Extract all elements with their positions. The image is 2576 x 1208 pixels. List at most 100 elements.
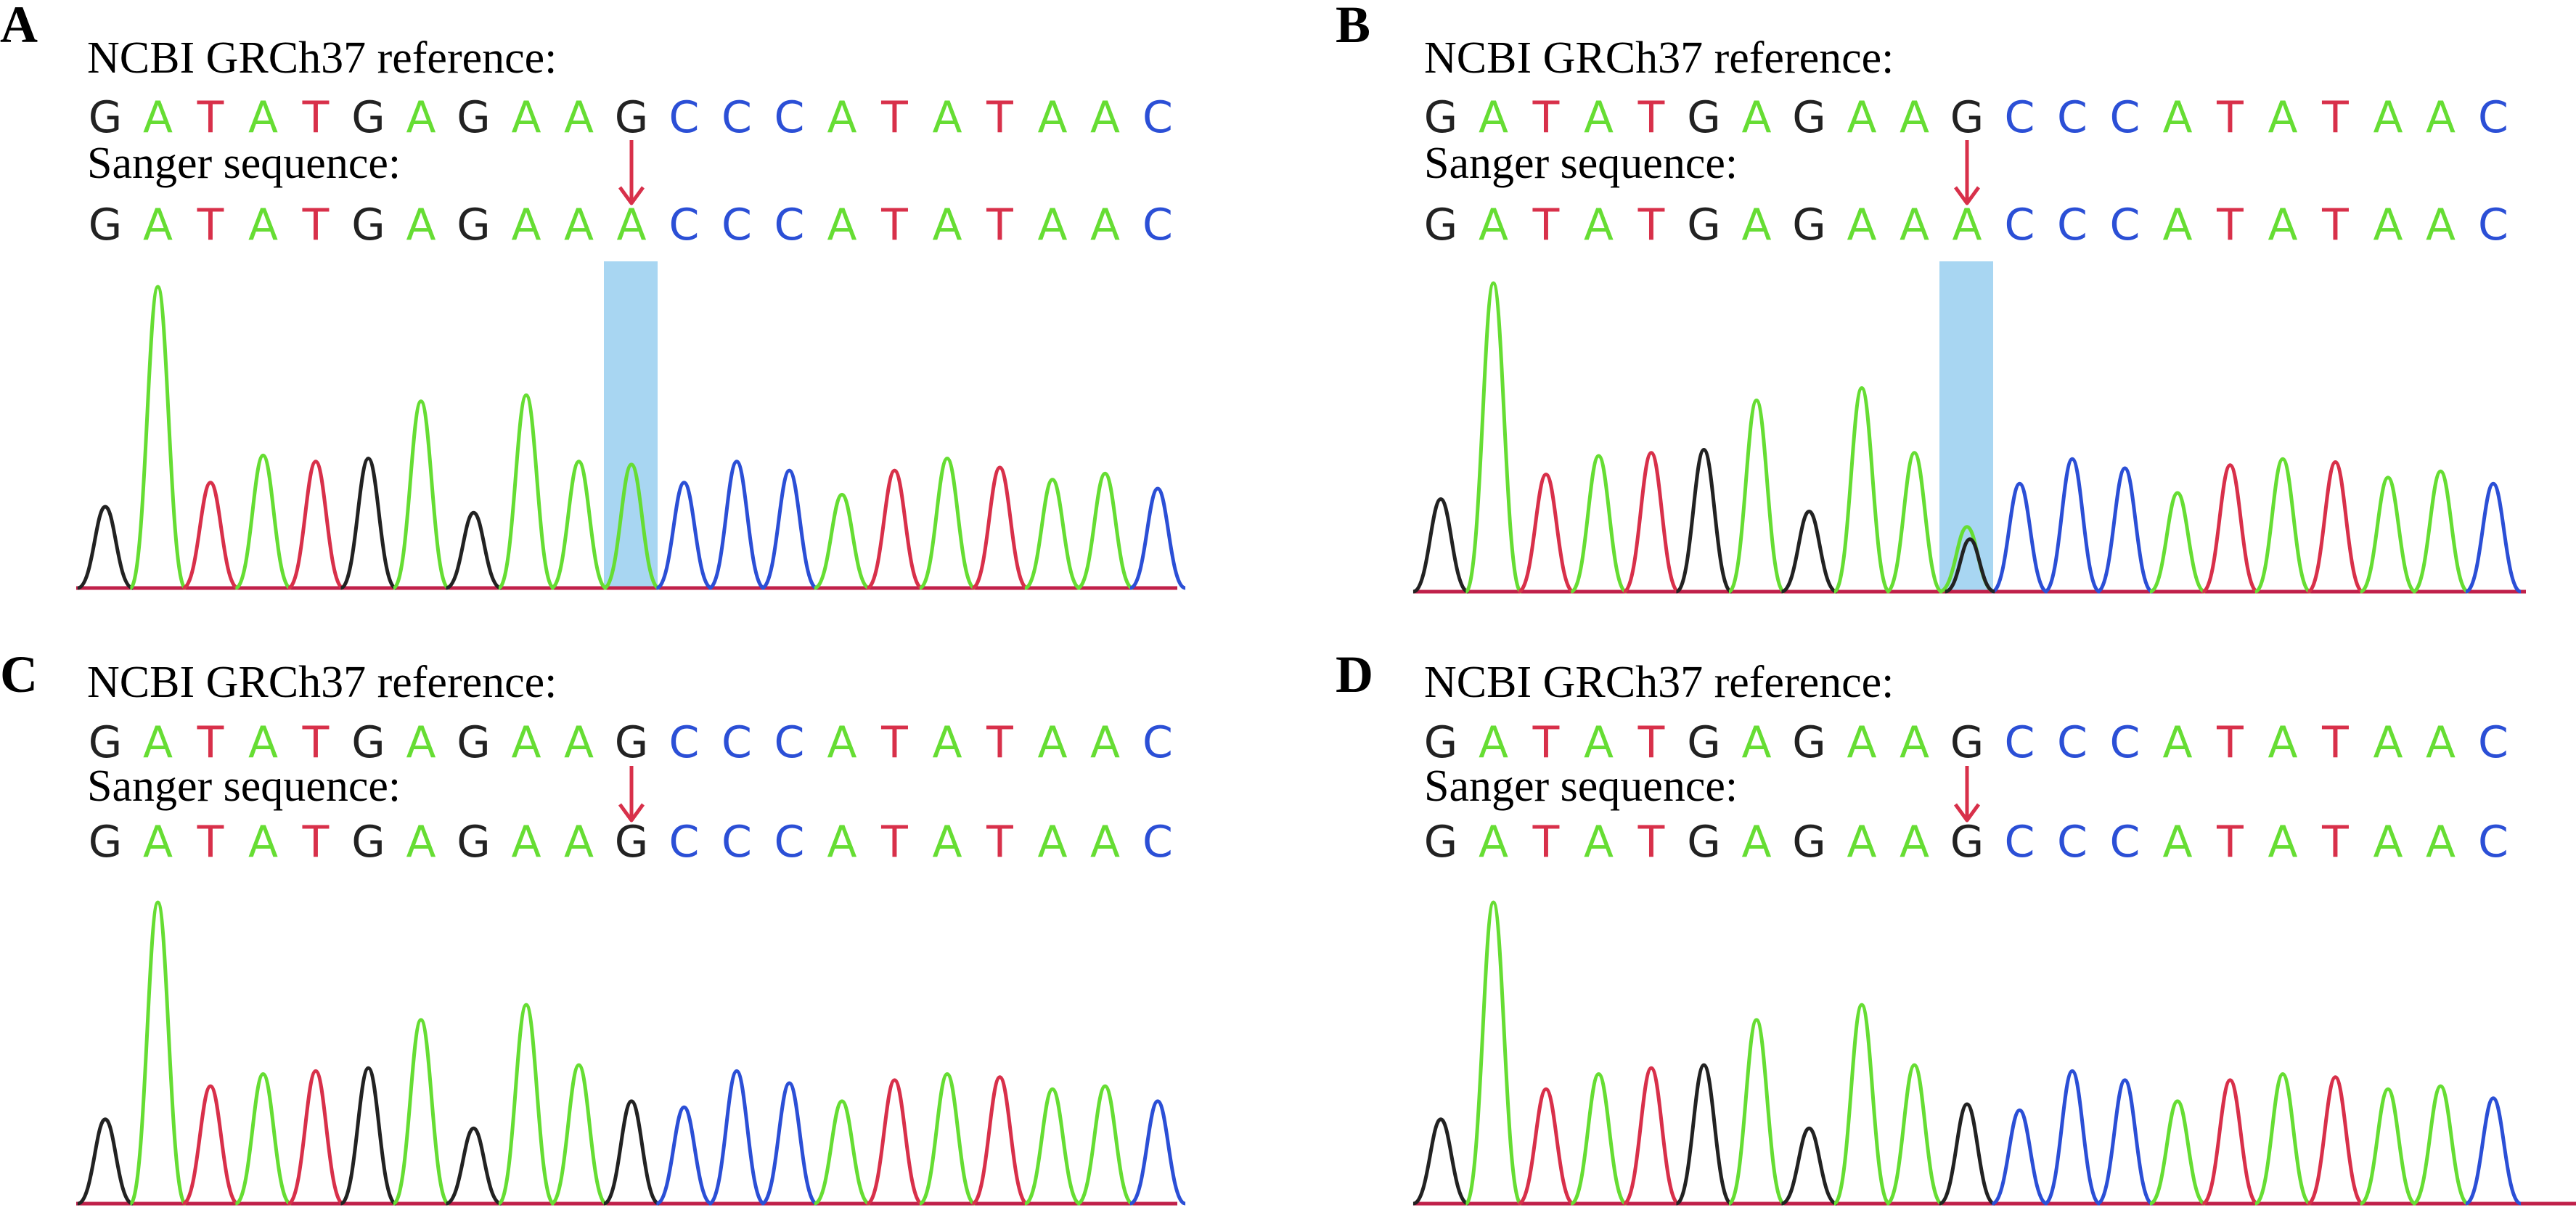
sanger-base: T [2321, 200, 2349, 250]
reference-base: A [2373, 717, 2403, 768]
sanger-title: Sanger sequence: [1424, 762, 1738, 811]
sanger-base: T [302, 817, 330, 868]
reference-base: G [1950, 717, 1984, 768]
reference-base: G [351, 92, 385, 143]
trace-peak [1833, 386, 1891, 594]
sanger-base: A [827, 200, 856, 250]
reference-base: G [1424, 717, 1458, 768]
sanger-base: T [2216, 817, 2244, 868]
trace-peak [1991, 1108, 2048, 1206]
reference-base: A [2268, 717, 2297, 768]
trace-peak [971, 1075, 1029, 1206]
sanger-base: A [1900, 817, 1929, 868]
trace-peak [813, 1099, 871, 1206]
sanger-base: T [1637, 817, 1665, 868]
variant-highlight [604, 261, 658, 588]
reference-base: T [986, 92, 1013, 143]
sanger-base: C [721, 817, 752, 868]
sanger-base: A [2162, 200, 2192, 250]
reference-base: T [880, 92, 908, 143]
sanger-base: A [1090, 817, 1120, 868]
sanger-base: G [457, 200, 491, 250]
sanger-base: A [2268, 200, 2297, 250]
sanger-base: C [774, 200, 805, 250]
reference-base: T [2216, 92, 2244, 143]
sanger-base: A [827, 817, 856, 868]
sanger-base: G [615, 817, 649, 868]
trace-peak [866, 1078, 923, 1206]
trace-peak [234, 453, 292, 590]
trace-peak [1023, 1087, 1081, 1206]
trace-peak [1886, 451, 1943, 594]
trace-peak [181, 1084, 240, 1206]
sanger-base: A [564, 200, 594, 250]
reference-base: G [457, 717, 491, 768]
trace-peak [1129, 1099, 1187, 1206]
trace-peak [1622, 451, 1680, 594]
sanger-base: A [248, 200, 278, 250]
sanger-base: G [1950, 817, 1984, 868]
trace-peak [287, 1069, 345, 1206]
trace-peak [918, 1072, 976, 1206]
reference-title: NCBI GRCh37 reference: [1424, 33, 1894, 83]
trace-peak [655, 1105, 713, 1206]
sanger-base: A [932, 817, 962, 868]
sanger-base: C [2057, 817, 2088, 868]
reference-base: G [615, 92, 649, 143]
reference-base: C [669, 92, 700, 143]
trace-peak [918, 457, 976, 590]
trace-peak [2148, 1099, 2207, 1206]
reference-base: G [1792, 92, 1826, 143]
sanger-base: A [2162, 817, 2192, 868]
sanger-base: T [2216, 200, 2244, 250]
sanger-base: G [1792, 200, 1826, 250]
trace-peak [2201, 1078, 2259, 1206]
reference-title: NCBI GRCh37 reference: [87, 33, 557, 83]
reference-base: A [2162, 717, 2192, 768]
trace-peak [813, 492, 871, 590]
trace-peak [655, 481, 713, 590]
trace-peak [761, 468, 818, 590]
trace-peak [392, 399, 450, 590]
sanger-base: A [1037, 200, 1067, 250]
reference-base: C [2057, 92, 2088, 143]
reference-base: T [986, 717, 1013, 768]
reference-base: G [1687, 92, 1721, 143]
reference-base: A [2162, 92, 2192, 143]
reference-base: G [615, 717, 649, 768]
sanger-base: G [89, 200, 123, 250]
sanger-base: A [511, 817, 541, 868]
trace-peak [602, 462, 661, 590]
sanger-base: T [197, 817, 224, 868]
sanger-base: A [511, 200, 541, 250]
sanger-base: A [406, 200, 436, 250]
trace-peak [602, 1099, 661, 1206]
trace-peak [1464, 900, 1523, 1206]
sanger-base: G [457, 817, 491, 868]
sanger-base: A [1479, 200, 1508, 250]
trace-peak [445, 510, 502, 590]
sanger-base: A [1847, 817, 1876, 868]
trace-peak [971, 465, 1029, 590]
panel-label: C [0, 645, 38, 703]
reference-base: A [1900, 92, 1929, 143]
sanger-base: C [2057, 200, 2088, 250]
reference-base: A [511, 92, 541, 143]
reference-base: A [564, 717, 594, 768]
sanger-base: C [2005, 200, 2035, 250]
trace-peak [2201, 463, 2259, 594]
reference-base: C [774, 717, 805, 768]
reference-base: G [351, 717, 385, 768]
trace-peak [340, 1066, 397, 1206]
sanger-base: A [1584, 200, 1614, 250]
trace-peak [1570, 1072, 1627, 1206]
sanger-base: T [1637, 200, 1665, 250]
trace-peak [1464, 281, 1523, 594]
sanger-base: C [774, 817, 805, 868]
reference-base: T [1532, 92, 1560, 143]
variant-arrow-icon [1953, 766, 1981, 823]
trace-peak [2043, 457, 2101, 594]
variant-arrow-icon [618, 766, 645, 823]
sanger-base: G [89, 817, 123, 868]
reference-base: A [2373, 92, 2403, 143]
